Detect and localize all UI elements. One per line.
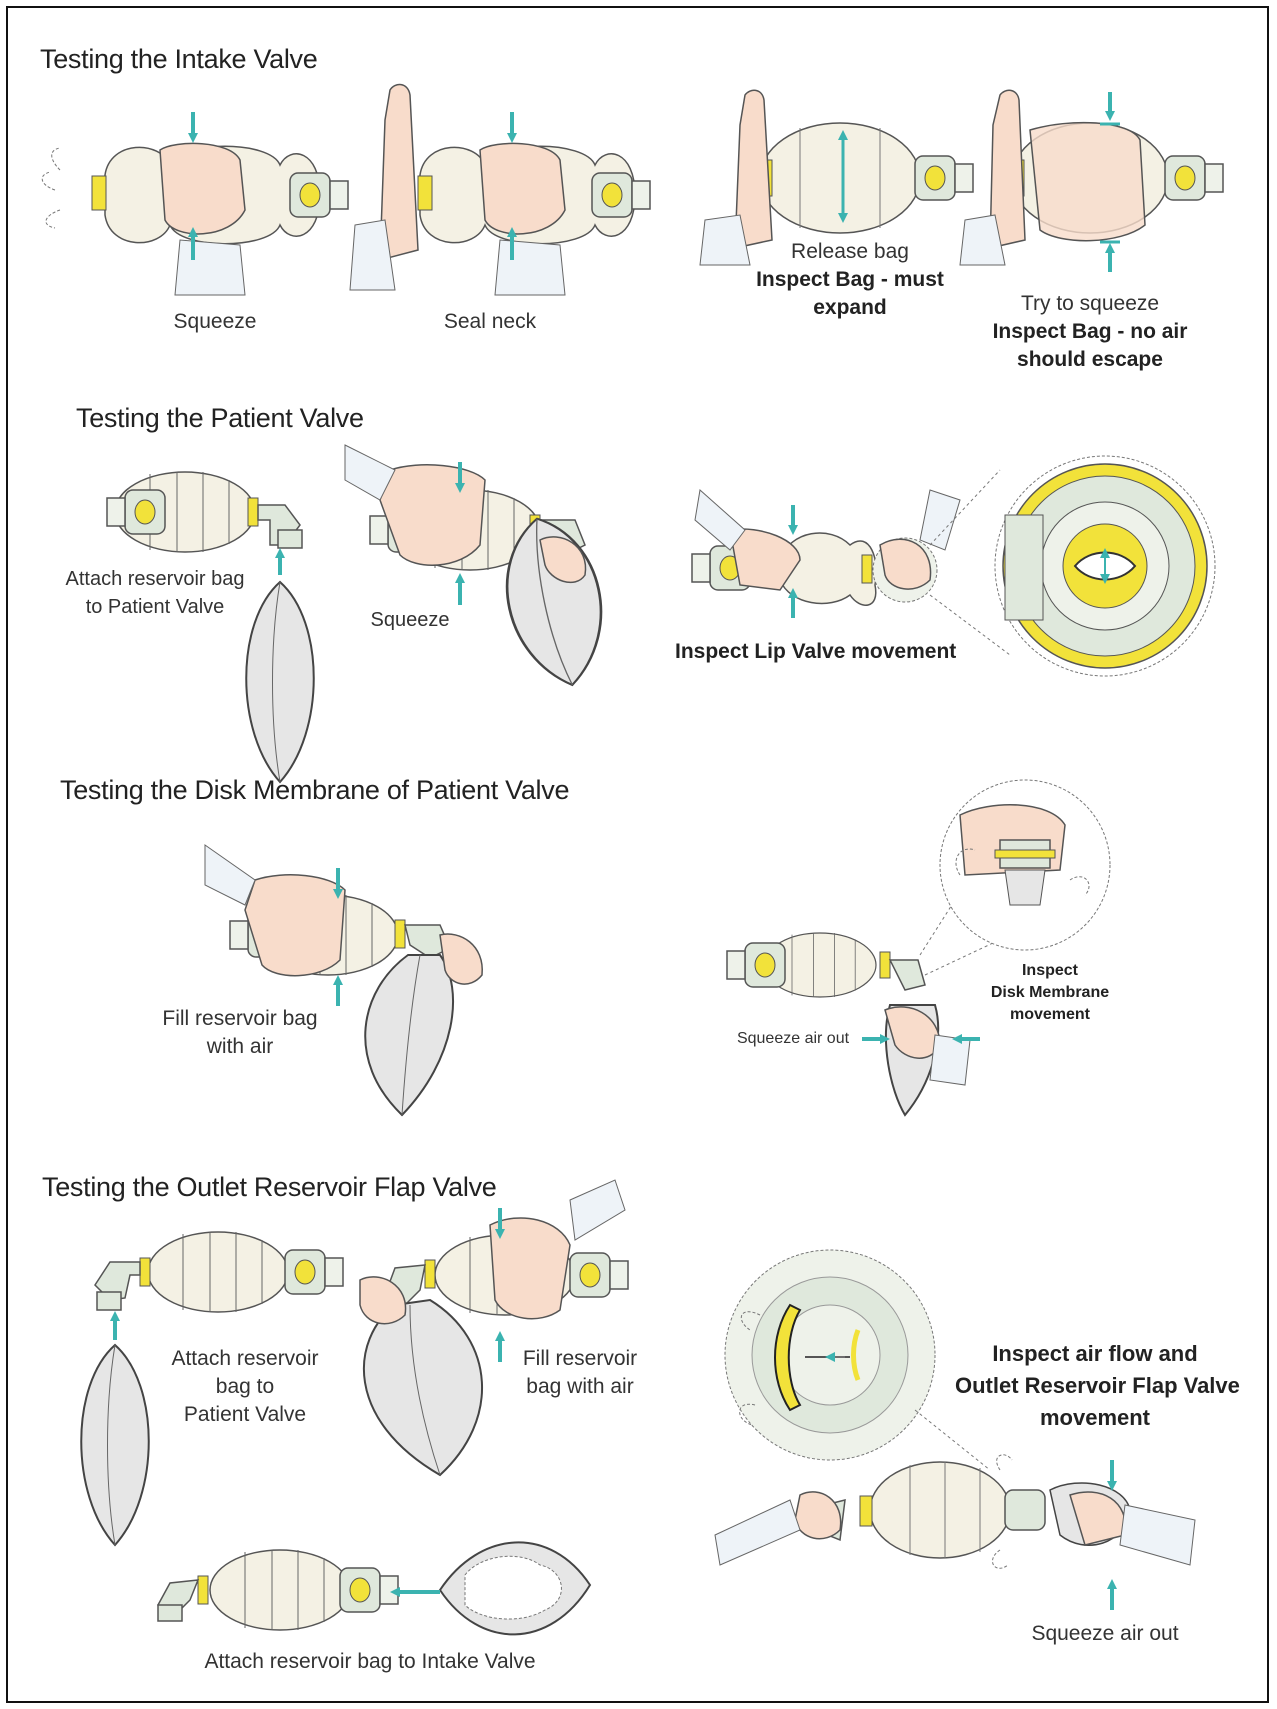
caption-inspect-line2: Disk Membrane [975, 982, 1125, 1004]
caption-outlet-attach-line2: bag to [160, 1373, 330, 1401]
caption-outlet-inspect-line3: movement [955, 1402, 1235, 1434]
caption-release-bag: Release bag Inspect Bag - must expand [740, 238, 960, 322]
caption-release-line2: Inspect Bag - must [740, 266, 960, 294]
caption-release-line3: expand [740, 294, 960, 322]
section-title-outlet-flap-valve: Testing the Outlet Reservoir Flap Valve [42, 1172, 497, 1203]
caption-release-line1: Release bag [740, 238, 960, 266]
caption-attach-line2: to Patient Valve [55, 593, 255, 621]
section-title-intake-valve: Testing the Intake Valve [40, 44, 317, 75]
caption-outlet-attach-line3: Patient Valve [160, 1401, 330, 1429]
patient-squeeze-figure [345, 445, 617, 694]
caption-inspect-line1: Inspect [975, 960, 1125, 982]
caption-attach-intake: Attach reservoir bag to Intake Valve [195, 1648, 545, 1676]
caption-attach-reservoir: Attach reservoir bag to Patient Valve [55, 565, 255, 621]
caption-try-line3: should escape [980, 346, 1200, 374]
intake-seal-neck-figure [350, 85, 650, 295]
caption-outlet-fill: Fill reservoir bag with air [505, 1345, 655, 1401]
outlet-fill-figure [360, 1180, 628, 1475]
caption-squeeze: Squeeze [155, 308, 275, 336]
outlet-attach-intake-figure [158, 1542, 590, 1634]
caption-fill-reservoir: Fill reservoir bag with air [150, 1005, 330, 1061]
section-title-patient-valve: Testing the Patient Valve [76, 403, 364, 434]
caption-patient-squeeze: Squeeze [365, 606, 455, 634]
caption-outlet-fill-line1: Fill reservoir [505, 1345, 655, 1373]
caption-fill-line2: with air [150, 1033, 330, 1061]
caption-inspect-outlet-flap: Inspect air flow and Outlet Reservoir Fl… [955, 1338, 1235, 1434]
disk-fill-figure [205, 845, 482, 1115]
caption-inspect-lip-valve: Inspect Lip Valve movement [675, 638, 935, 666]
caption-outlet-fill-line2: bag with air [505, 1373, 655, 1401]
caption-attach-line1: Attach reservoir bag [55, 565, 255, 593]
caption-seal-neck: Seal neck [430, 308, 550, 336]
caption-outlet-attach: Attach reservoir bag to Patient Valve [160, 1345, 330, 1429]
caption-inspect-line3: movement [975, 1004, 1125, 1026]
caption-outlet-inspect-line1: Inspect air flow and [955, 1338, 1235, 1370]
caption-disk-squeeze-air-out: Squeeze air out [728, 1025, 858, 1053]
section-title-disk-membrane: Testing the Disk Membrane of Patient Val… [60, 775, 569, 806]
intake-try-squeeze-figure [960, 90, 1223, 272]
patient-attach-figure [107, 472, 314, 782]
caption-outlet-attach-line1: Attach reservoir [160, 1345, 330, 1373]
caption-try-line1: Try to squeeze [980, 290, 1200, 318]
caption-fill-line1: Fill reservoir bag [150, 1005, 330, 1033]
caption-try-line2: Inspect Bag - no air [980, 318, 1200, 346]
caption-try-squeeze: Try to squeeze Inspect Bag - no air shou… [980, 290, 1200, 374]
caption-outlet-inspect-line2: Outlet Reservoir Flap Valve [955, 1370, 1235, 1402]
intake-squeeze-figure [42, 112, 348, 295]
disk-inspect-figure [727, 780, 1110, 1115]
caption-outlet-squeeze-air-out: Squeeze air out [1015, 1620, 1195, 1648]
caption-inspect-disk-membrane: Inspect Disk Membrane movement [975, 960, 1125, 1026]
